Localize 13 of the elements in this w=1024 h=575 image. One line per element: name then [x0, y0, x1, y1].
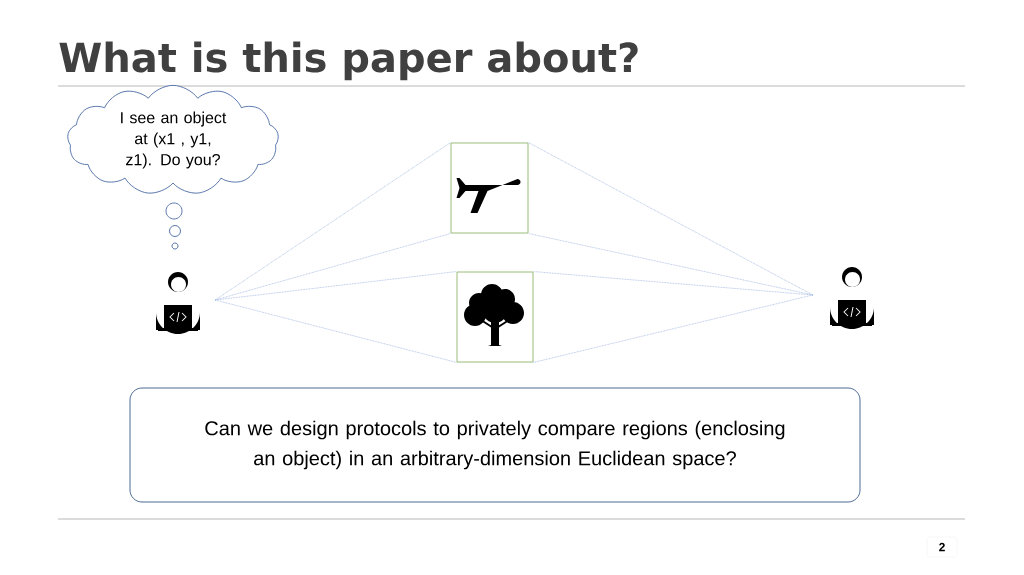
sight-line [214, 299, 457, 363]
slide-title: What is this paper about? [59, 41, 638, 81]
page-number: 2 [926, 536, 958, 558]
sight-line [214, 142, 451, 301]
sight-line [533, 294, 814, 363]
sight-line [214, 271, 457, 301]
person-at-laptop-drawing [830, 267, 874, 329]
sight-line [533, 271, 814, 296]
image-frame [450, 142, 529, 234]
image-frame [456, 271, 534, 363]
question-box: Can we design protocols to privately compare regions (enclosing an object) in an arbitrary-dimension Euclidean space? [129, 387, 861, 503]
thought-cloud: I see an object at (x1 , y1, z1). Do you? [67, 84, 279, 250]
person-at-laptop-drawing [156, 272, 200, 334]
